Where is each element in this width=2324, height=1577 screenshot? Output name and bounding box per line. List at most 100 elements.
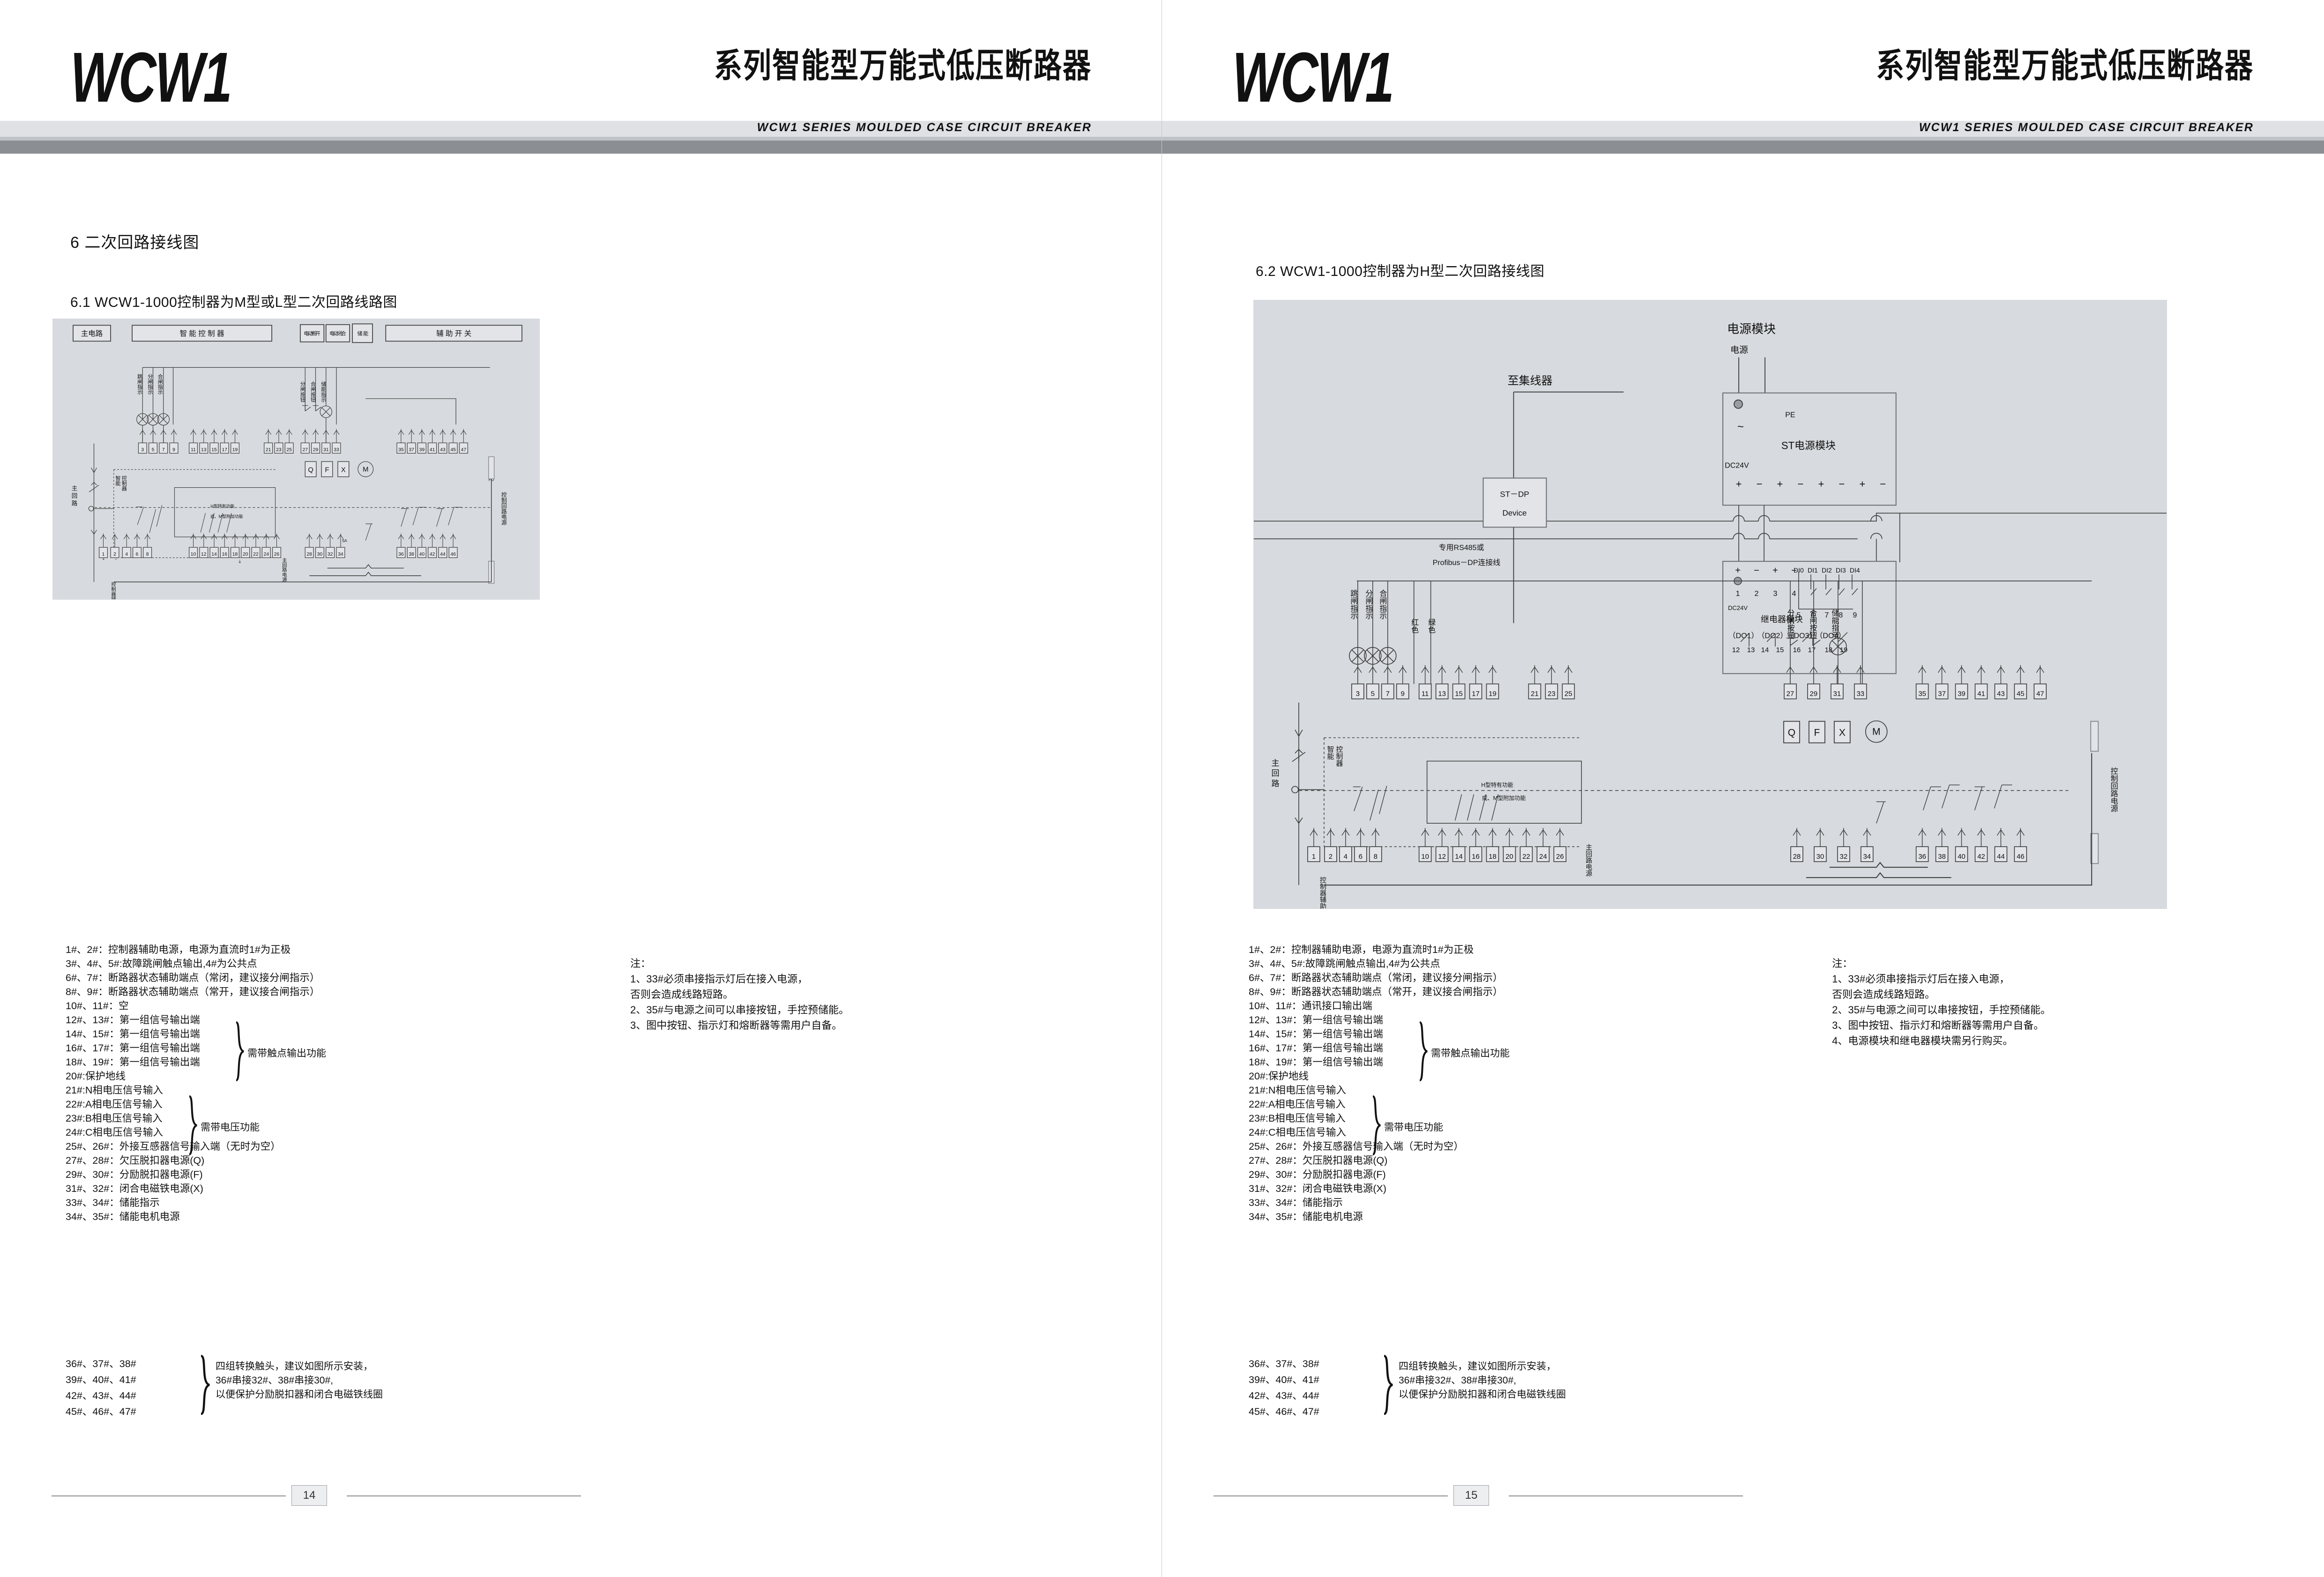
relay-terminal-number: 4 [1792, 590, 1796, 598]
legend-line: 20#:保护地线 [66, 1071, 126, 1082]
terminal-label: 21 [1531, 690, 1539, 698]
terminal-label: 36 [398, 552, 404, 557]
note-line: 3、图中按钮、指示灯和熔断器等需用户自备。 [1832, 1019, 2044, 1031]
terminal-box [1915, 846, 1929, 862]
relay-di-label: DI3 [1836, 566, 1846, 574]
svg-text:主回路电源: 主回路电源 [1585, 844, 1593, 877]
terminal-label: 7 [162, 447, 165, 453]
legend-line: 3#、4#、5#:故障跳闸触点输出,4#为公共点 [1249, 958, 1440, 969]
brace-contact-output [1418, 1021, 1428, 1081]
terminal-label: 4 [1344, 853, 1348, 861]
terminal-label: 29 [1810, 690, 1817, 698]
header-chinese-title: 系列智能型万能式低压断路器 [1876, 46, 2254, 86]
legend-line: 16#、17#：第一组信号输出端 [66, 1042, 200, 1054]
svg-text:Q: Q [308, 466, 313, 474]
terminal-label: 27 [1786, 690, 1794, 698]
terminal-label: 44 [440, 552, 446, 557]
polarity-label: − [1756, 478, 1762, 490]
legend-line: 31#、32#：闭合电磁铁电源(X) [1249, 1183, 1386, 1194]
relay-di-number: 7 [1825, 611, 1829, 619]
legend-bottom-note: 四组转换触头，建议如图所示安装，36#串接32#、38#串接30#,以便保护分励… [1399, 1359, 1566, 1401]
relay-do-label: （DO1） [1728, 632, 1759, 640]
notes-title: 注： [1832, 958, 1853, 969]
terminal-label: 32 [1840, 853, 1847, 861]
note-line: 2、35#与电源之间可以串接按钮，手控预储能。 [630, 1004, 849, 1016]
legend-line: 21#:N相电压信号输入 [66, 1085, 163, 1096]
relay-polarity-label: + [1773, 565, 1778, 576]
polarity-label: + [1777, 478, 1783, 490]
page-header-right: WCW1 系列智能型万能式低压断路器 WCW1 SERIES MOULDED C… [1162, 0, 2324, 159]
terminal-label: 37 [409, 447, 414, 453]
terminal-box [1854, 683, 1867, 699]
terminal-label: 7 [1386, 690, 1390, 698]
svg-text:主 回 路: 主 回 路 [70, 485, 77, 506]
terminal-box [1562, 683, 1575, 699]
terminal-label: 24 [263, 552, 269, 557]
terminal-label: 3 [141, 447, 144, 453]
terminal-box [1503, 846, 1516, 862]
terminal-label: 19 [232, 447, 238, 453]
footer-rule-left [52, 1495, 286, 1496]
legend-line: 36#、37#、38# [66, 1358, 136, 1369]
legend-line: 25#、26#：外接互感器信号输入端（无时为空） [1249, 1141, 1464, 1152]
terminal-label: 25 [1564, 690, 1572, 698]
svg-text:ST电源模块: ST电源模块 [1781, 440, 1836, 452]
relay-terminal-number: 1 [1736, 590, 1740, 598]
terminal-label: 14 [1455, 853, 1463, 861]
terminal-label: 42 [1977, 853, 1985, 861]
terminal-box [1545, 683, 1558, 699]
terminal-label: 16 [222, 552, 227, 557]
relay-do-number: 12 [1732, 646, 1740, 654]
legend-line: 22#:A相电压信号输入 [1249, 1099, 1346, 1110]
notes-block: 注： 1、33#必须串接指示灯后在接入电源， 否则会造成线路短路。2、35#与电… [1832, 956, 2051, 1049]
svg-text:X: X [341, 466, 346, 474]
terminal-label: 17 [222, 447, 227, 453]
relay-polarity-label: + [1735, 565, 1741, 576]
svg-text:DC24V: DC24V [1728, 604, 1748, 611]
page-header-left: WCW1 系列智能型万能式低压断路器 WCW1 SERIES MOULDED C… [0, 0, 1162, 159]
note-line: 1、33#必须串接指示灯后在接入电源， [1832, 973, 2010, 985]
terminal-label: 1 [102, 552, 105, 557]
legend-line: 23#:B相电压信号输入 [1249, 1113, 1346, 1124]
svg-text:红色: 红色 [1410, 618, 1419, 633]
relay-terminal-number: 3 [1773, 590, 1777, 598]
wiring-diagram-svg-h: 电源模块 电源 PE ~ ST电源模块 DC24V +−+−+−+− [1254, 322, 2167, 908]
terminal-label: 35 [1918, 690, 1926, 698]
relay-do-number: 17 [1808, 646, 1816, 654]
legend-line: 8#、9#：断路器状态辅助端点（常开，建议接合闸指示） [66, 986, 320, 997]
terminal-label: 22 [253, 552, 259, 557]
relay-polarity-label: − [1754, 565, 1759, 576]
terminal-label: 41 [1977, 690, 1985, 698]
svg-text:电动闭合: 电动闭合 [329, 330, 346, 337]
svg-text:智 能 控 制 器: 智 能 控 制 器 [180, 329, 225, 338]
terminal-label: 15 [211, 447, 217, 453]
terminal-label: 45 [450, 447, 456, 453]
svg-text:主回路电源: 主回路电源 [281, 558, 287, 582]
terminal-label: 2 [1329, 853, 1333, 861]
brace-label-voltage-function: 需带电压功能 [201, 1122, 260, 1133]
legend-line: 34#、35#：储能电机电源 [66, 1211, 180, 1222]
footer-rule-right [347, 1495, 581, 1496]
relay-do-number: 13 [1747, 646, 1755, 654]
legend-line: 22#:A相电压信号输入 [66, 1099, 163, 1110]
terminal-label: 11 [1422, 690, 1429, 698]
page-number: 14 [291, 1485, 327, 1506]
terminal-label: 26 [1556, 853, 1564, 861]
note-line: 否则会造成线路短路。 [630, 989, 734, 1000]
terminal-box [1324, 846, 1337, 862]
brace-voltage-function [187, 1095, 198, 1155]
terminal-box [1553, 846, 1567, 862]
svg-text:H型特有功能: H型特有功能 [1481, 781, 1513, 788]
terminal-label: 39 [419, 447, 425, 453]
page-number: 15 [1453, 1485, 1489, 1506]
terminal-label: 46 [450, 552, 456, 557]
page-right: WCW1 系列智能型万能式低压断路器 WCW1 SERIES MOULDED C… [1162, 0, 2324, 1577]
svg-text:控制回路电源: 控制回路电源 [2109, 767, 2118, 812]
terminal-label: 34 [1863, 853, 1871, 861]
terminal-label: 18 [1489, 853, 1497, 861]
polarity-label: + [1859, 478, 1865, 490]
svg-text:Q: Q [1788, 728, 1795, 738]
terminal-label: 28 [1793, 853, 1801, 861]
terminal-label: 5 [1371, 690, 1375, 698]
